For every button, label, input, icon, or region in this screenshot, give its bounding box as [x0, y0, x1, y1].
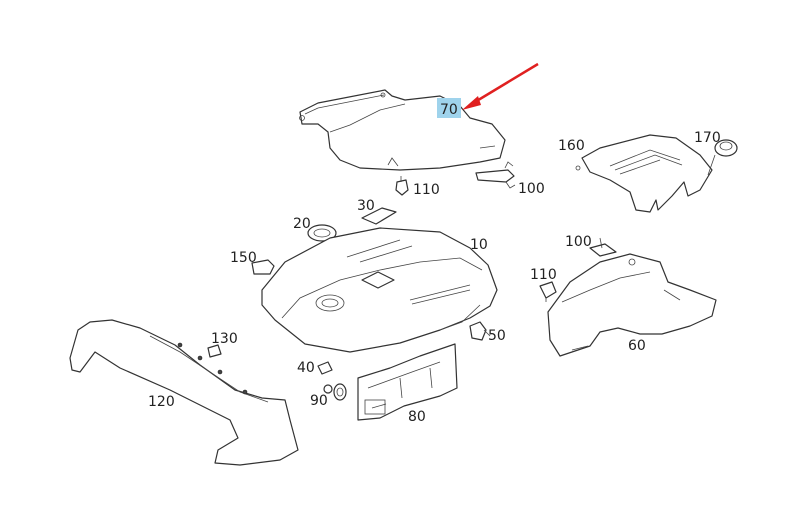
label-100-right[interactable]: 100: [565, 234, 592, 250]
label-90[interactable]: 90: [310, 393, 328, 409]
label-70[interactable]: 70: [440, 102, 458, 118]
red-arrow-icon: [462, 62, 539, 110]
label-10[interactable]: 10: [470, 237, 488, 253]
label-120[interactable]: 120: [148, 394, 175, 410]
label-80[interactable]: 80: [408, 409, 426, 425]
label-40[interactable]: 40: [297, 360, 315, 376]
part-160-cover[interactable]: [575, 134, 713, 213]
label-160[interactable]: 160: [558, 138, 585, 154]
label-110-top[interactable]: 110: [413, 182, 440, 198]
part-120-side-cover[interactable]: [69, 319, 299, 466]
part-170-cap[interactable]: [707, 139, 738, 176]
label-110-right[interactable]: 110: [530, 267, 557, 283]
label-130[interactable]: 130: [211, 331, 238, 347]
part-50-clip[interactable]: [469, 321, 491, 341]
highlight-box-70: [437, 98, 461, 118]
label-100-top[interactable]: 100: [518, 181, 545, 197]
label-170[interactable]: 170: [694, 130, 721, 146]
label-30[interactable]: 30: [357, 198, 375, 214]
part-100-bracket-right[interactable]: [589, 237, 617, 257]
part-100-bracket-top[interactable]: [475, 161, 516, 189]
label-20[interactable]: 20: [293, 216, 311, 232]
label-60[interactable]: 60: [628, 338, 646, 354]
part-60-cover[interactable]: [547, 253, 717, 357]
part-10-engine-cover[interactable]: [261, 227, 498, 353]
part-20-emblem[interactable]: [307, 224, 337, 242]
part-30-pad[interactable]: [361, 207, 397, 225]
part-80-bracket[interactable]: [357, 343, 458, 421]
label-150[interactable]: 150: [230, 250, 257, 266]
part-150-clip[interactable]: [251, 259, 275, 275]
part-40-clip[interactable]: [317, 361, 333, 375]
part-90-grommet[interactable]: [323, 383, 347, 401]
part-130-clip[interactable]: [207, 344, 222, 358]
label-50[interactable]: 50: [488, 328, 506, 344]
part-110-clip-top[interactable]: [395, 176, 409, 196]
part-110-clip-right[interactable]: [539, 281, 557, 302]
